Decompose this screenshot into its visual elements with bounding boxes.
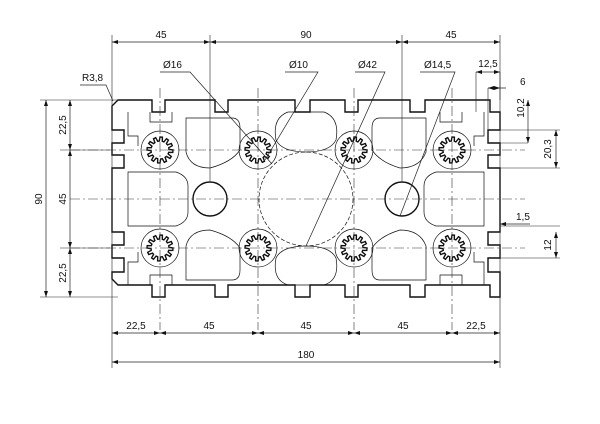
dimension-arrowhead [500, 222, 506, 226]
dim-bottom-5: 22,5 [466, 321, 486, 332]
dim-bottom-4: 45 [397, 321, 409, 332]
dim-bottom-3: 45 [300, 321, 312, 332]
dimension-lines [45, 41, 557, 363]
dim-bottom-1: 22,5 [126, 321, 146, 332]
dimension-arrowhead [112, 360, 118, 364]
dimension-arrowhead [476, 70, 482, 74]
dimension-arrowhead [494, 331, 500, 335]
dimension-arrowhead [44, 291, 48, 297]
dimension-arrowhead [402, 40, 408, 44]
cavity-lower-right [371, 229, 427, 281]
dimension-arrowhead [210, 40, 216, 44]
dimension-arrows [44, 40, 558, 364]
cavity-lower-left [185, 229, 241, 281]
cavity-center-bottom [274, 245, 338, 286]
dimension-arrowhead [204, 40, 210, 44]
dim-slot-width-top: 12,5 [478, 59, 498, 70]
callout-radius: R3,8 [82, 73, 104, 84]
dim-left-middle: 45 [58, 193, 69, 205]
center-lines [70, 88, 525, 330]
slot-channel-bottom-right [439, 252, 485, 285]
dim-bottom-2: 45 [203, 321, 215, 332]
callout-leaders [80, 71, 456, 247]
cavity-center-top [274, 111, 338, 153]
dimension-arrowhead [154, 331, 160, 335]
dim-overall-height: 90 [34, 193, 45, 205]
profile-section [111, 99, 501, 298]
dimension-arrowhead [112, 40, 118, 44]
dim-top-right: 45 [445, 30, 457, 41]
dim-left-top: 22,5 [58, 115, 69, 135]
callout-bore-14-5: Ø14,5 [424, 60, 452, 71]
dimension-arrowhead [494, 360, 500, 364]
leader-bore-16 [160, 71, 273, 165]
dim-left-bottom: 22,5 [58, 263, 69, 283]
dimension-arrowhead [44, 100, 48, 106]
dim-slot-height: 12 [543, 239, 554, 251]
dimension-arrowhead [258, 331, 264, 335]
dim-top-middle: 90 [300, 30, 312, 41]
leader-bore-14-5 [399, 71, 456, 217]
dimension-arrowhead [488, 86, 494, 90]
dim-overall-width: 180 [298, 350, 315, 361]
dimension-arrowhead [354, 331, 360, 335]
dimension-arrowhead [68, 242, 72, 248]
slot-channel-top-right [439, 112, 485, 146]
leader-radius [80, 84, 114, 102]
dimension-arrowhead [396, 40, 402, 44]
dimension-arrowhead [68, 100, 72, 106]
dimension-arrowhead [68, 291, 72, 297]
dimension-arrowhead [494, 70, 500, 74]
dimension-arrowhead [554, 162, 558, 168]
cavity-left-side [127, 171, 189, 227]
dimension-arrowhead [252, 331, 258, 335]
dimension-arrowhead [68, 144, 72, 150]
dimension-arrowhead [526, 100, 530, 106]
dimension-arrowhead [160, 331, 166, 335]
dim-slot-offset: 6 [520, 77, 526, 88]
dimension-arrowhead [526, 137, 530, 143]
dimension-arrowhead [446, 331, 452, 335]
dimension-arrowhead [452, 331, 458, 335]
callout-bore-16: Ø16 [163, 60, 182, 71]
dimension-arrowhead [68, 150, 72, 156]
leader-bore-10 [264, 71, 319, 161]
dim-slot-depth: 10,2 [516, 98, 527, 118]
dim-wall: 1,5 [516, 212, 530, 223]
dimension-arrowhead [554, 252, 558, 258]
dimension-arrowhead [348, 331, 354, 335]
callout-bore-10: Ø10 [289, 60, 308, 71]
profile-outline [111, 99, 501, 298]
cavity-right-side [423, 171, 485, 227]
dimension-arrowhead [68, 248, 72, 254]
dimension-arrowhead [112, 331, 118, 335]
cavity-upper-left [185, 117, 241, 169]
dimension-arrowhead [494, 40, 500, 44]
dimension-arrowhead [554, 232, 558, 238]
dimension-labels: 45 90 45 22,5 45 45 45 22,5 180 90 22,5 … [34, 30, 554, 361]
slot-channel-bottom-left [127, 252, 173, 285]
extension-lines [40, 35, 560, 368]
callout-bore-42: Ø42 [358, 60, 377, 71]
dimension-arrowhead [554, 130, 558, 136]
dimension-arrowhead [494, 86, 500, 90]
dim-slot-open: 20,3 [543, 139, 554, 159]
slot-channel-top-left [127, 112, 173, 146]
dim-top-left: 45 [155, 30, 167, 41]
leader-bore-42 [305, 71, 386, 247]
cavity-upper-right [371, 117, 427, 169]
